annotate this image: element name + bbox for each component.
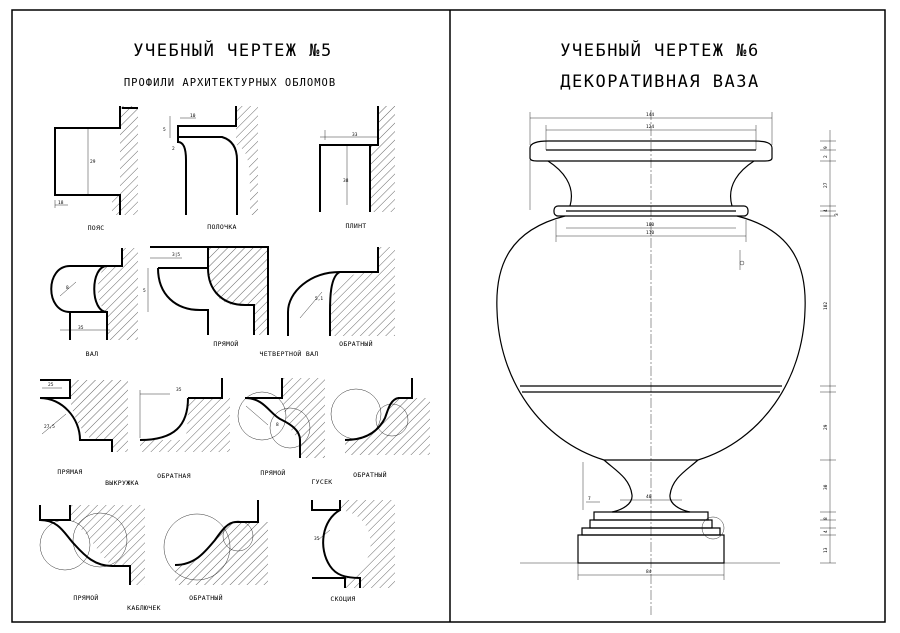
svg-text:84: 84 [646,569,652,575]
svg-text:4: 4 [823,209,829,212]
svg-text:5: 5 [143,288,146,294]
svg-text:2: 2 [823,155,829,158]
profile-chetvertnoy-obratny: 5,1 [287,247,395,336]
profile-poyas: 29 18 [54,106,138,215]
left-title: УЧЕБНЫЙ ЧЕРТЕЖ №5 [133,39,333,61]
profile-chetvertnoy-pryamoy: 3|5 5 [143,246,269,335]
label-obratny-1: ОБРАТНЫЙ [339,339,373,348]
right-title-1: УЧЕБНЫЙ ЧЕРТЕЖ №6 [560,39,760,61]
svg-text:5,1: 5,1 [315,296,323,302]
svg-text:2: 2 [172,146,175,152]
svg-text:144: 144 [646,112,654,118]
svg-text:29: 29 [90,159,96,165]
svg-text:30: 30 [823,484,829,490]
svg-text:110: 110 [646,230,654,236]
svg-text:13: 13 [823,547,829,553]
svg-text:27: 27 [823,182,829,188]
label-gusek: ГУСЕК [311,478,332,486]
label-plint: ПЛИНТ [345,222,366,230]
svg-text:8: 8 [823,517,829,520]
profile-plint: 33 38 [319,106,395,212]
left-subtitle: ПРОФИЛИ АРХИТЕКТУРНЫХ ОБЛОМОВ [124,77,336,89]
svg-text:33: 33 [352,132,358,138]
svg-text:100: 100 [646,222,654,228]
sheet-frame [11,9,886,623]
svg-text:5: 5 [163,127,166,133]
profile-skotsiya: 35 [311,500,395,588]
label-poyas: ПОЯС [88,224,105,232]
profile-val: 8 35 [50,248,138,340]
svg-text:40: 40 [646,494,652,500]
svg-text:8: 8 [66,285,69,291]
label-polochka: ПОЛОЧКА [207,223,237,231]
svg-text:7: 7 [588,496,591,502]
profile-vykruzhka-pryamaya: 25 27,5 [39,379,128,452]
label-val: ВАЛ [86,350,99,358]
svg-text:4: 4 [823,530,829,533]
vase-drawing: 144 124 100 110 40 84 7 [496,110,840,615]
svg-text:25: 25 [48,382,54,388]
label-pryamaya: ПРЯМАЯ [57,468,82,476]
svg-text:102: 102 [823,302,829,310]
svg-text:38: 38 [343,178,349,184]
svg-text:18: 18 [58,200,64,206]
profile-vykruzhka-obratnaya: 35 [139,378,230,452]
label-pryamoy-3: ПРЯМОЙ [73,593,98,602]
profile-polochka: 5 10 2 [163,106,258,215]
label-obratny-3: ОБРАТНЫЙ [189,593,223,602]
svg-text:27,5: 27,5 [44,424,55,430]
label-skotsiya: СКОЦИЯ [330,595,355,603]
label-obratny-2: ОБРАТНЫЙ [353,470,387,479]
label-pryamoy-1: ПРЯМОЙ [213,339,238,348]
label-obratnaya: ОБРАТНАЯ [157,472,191,480]
profile-gusek-pryamoy: 8 [237,378,325,458]
label-pryamoy-2: ПРЯМОЙ [260,468,285,477]
label-vykruzhka: ВЫКРУЖКА [105,479,139,487]
right-title-2: ДЕКОРАТИВНАЯ ВАЗА [560,72,760,92]
svg-text:124: 124 [646,124,654,130]
label-chetvertnoy-val: ЧЕТВЕРТНОЙ ВАЛ [260,349,319,358]
svg-text:9: 9 [823,146,829,149]
svg-text:8: 8 [276,422,279,428]
svg-text:35: 35 [176,387,182,393]
svg-text:29: 29 [823,424,829,430]
svg-text:10: 10 [190,113,196,119]
svg-text:35: 35 [78,325,84,331]
profile-kablyuchek-obratny [163,500,268,585]
profile-kablyuchek-pryamoy [39,505,145,585]
svg-text:35: 35 [314,536,320,542]
label-kablyuchek: КАБЛЮЧЕК [127,604,161,612]
svg-text:3|5: 3|5 [172,252,180,258]
profile-gusek-obratny [330,378,430,455]
svg-text:3: 3 [834,213,840,216]
